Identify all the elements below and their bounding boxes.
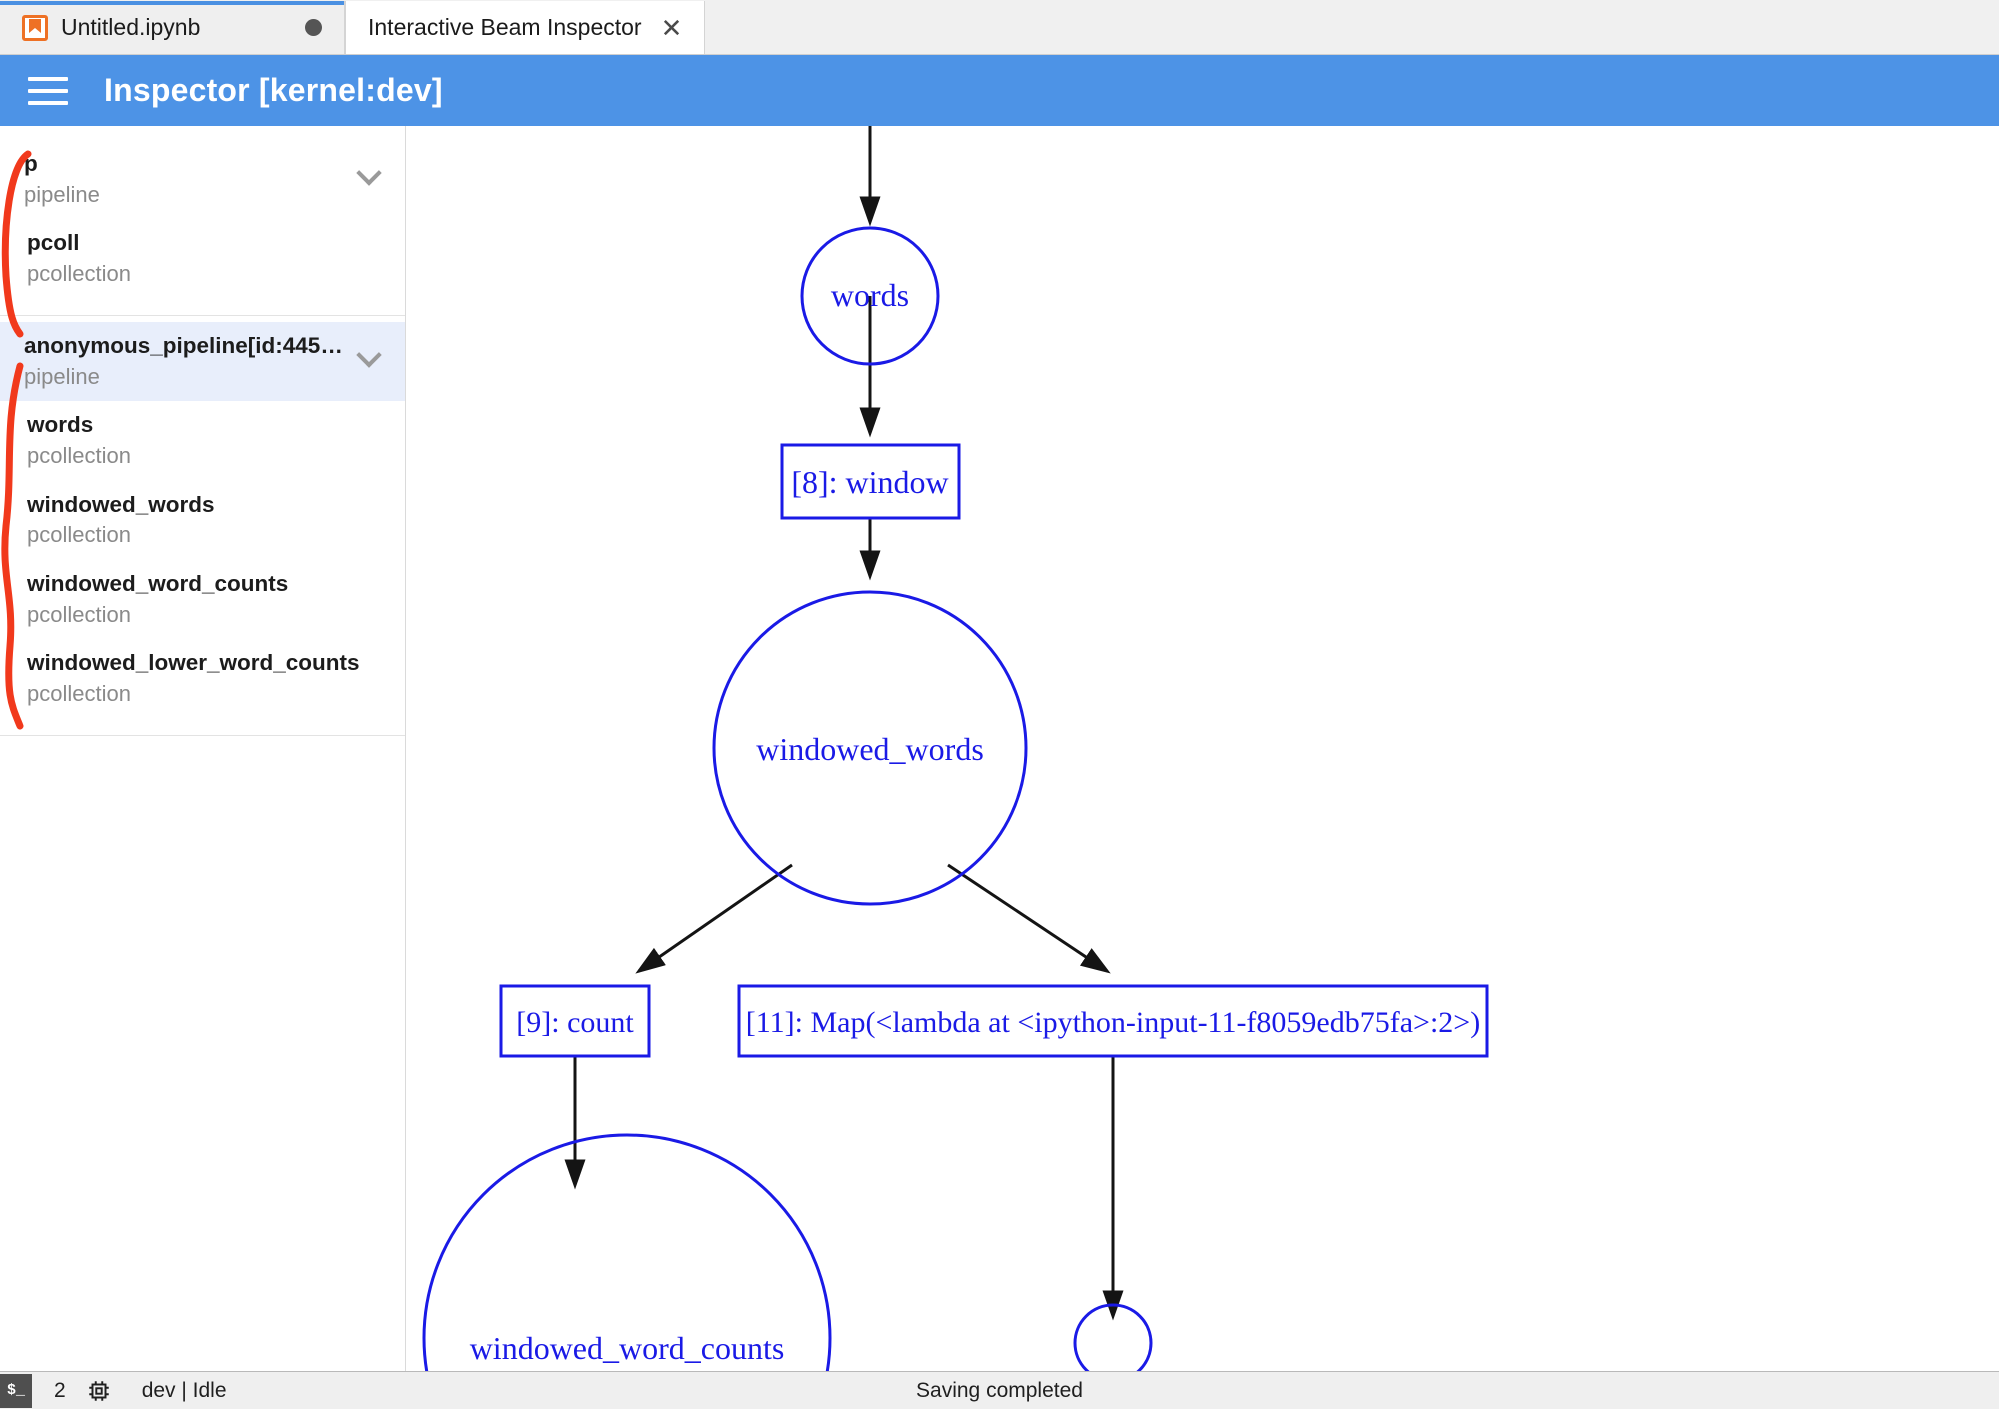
sidebar-item-type: pcollection [27, 261, 131, 287]
graph-edges [564, 126, 1124, 1321]
sidebar-item-anonymous-pipeline[interactable]: anonymous_pipeline[id:44516… pipeline [0, 321, 405, 402]
sidebar-item-pcoll[interactable]: pcoll pcollection [0, 219, 405, 298]
chevron-down-icon[interactable] [353, 156, 383, 186]
terminal-icon[interactable]: $_ [0, 1373, 32, 1408]
terminal-count: 2 [54, 1378, 66, 1402]
sidebar-item-type: pcollection [27, 522, 131, 548]
sidebar-item-name: windowed_word_counts [27, 570, 289, 596]
chevron-down-icon[interactable] [353, 338, 383, 368]
unsaved-changes-dot-icon [305, 19, 322, 36]
node-window[interactable] [780, 443, 961, 520]
node-label-map: [11]: Map(<lambda at <ipython-input-11-f… [746, 1006, 1480, 1039]
kernel-status[interactable]: dev | Idle [141, 1378, 227, 1402]
node-count[interactable] [499, 984, 651, 1058]
sidebar-item-type: pcollection [27, 601, 131, 627]
status-bar: $_ 2 dev | Idle Saving completed [0, 1371, 1999, 1409]
sidebar-item-type: pcollection [27, 442, 131, 468]
tab-label: Untitled.ipynb [61, 14, 201, 40]
sidebar-group-p: p pipeline pcoll pcollection [0, 126, 405, 316]
sidebar-item-windowed-words[interactable]: windowed_words pcollection [0, 481, 405, 560]
node-windowed-word-counts[interactable] [422, 1133, 832, 1371]
hamburger-icon[interactable] [28, 76, 68, 105]
chip-icon[interactable] [86, 1378, 112, 1404]
sidebar-item-name: p [24, 151, 38, 176]
tab-untitled-ipynb[interactable]: Untitled.ipynb [0, 1, 345, 54]
edge-windowedwords-count [635, 863, 793, 974]
node-label-windowed-word-counts: windowed_word_counts [470, 1330, 785, 1366]
status-message: Saving completed [916, 1378, 1083, 1402]
page-title: Inspector [kernel:dev] [104, 72, 443, 108]
sidebar-item-type: pipeline [24, 363, 100, 389]
node-label-window: [8]: window [791, 464, 948, 500]
tab-interactive-beam-inspector[interactable]: Interactive Beam Inspector ✕ [345, 1, 706, 54]
pipeline-graph-canvas[interactable]: words [8]: window windowed_words [9]: co… [407, 126, 1999, 1371]
node-label-count: [9]: count [516, 1006, 634, 1039]
sidebar-item-name: words [27, 412, 94, 438]
notebook-icon [22, 14, 48, 41]
sidebar-item-p[interactable]: p pipeline [0, 140, 405, 219]
tab-bar: Untitled.ipynb Interactive Beam Inspecto… [0, 0, 1999, 55]
graph-node-labels: words [8]: window windowed_words [9]: co… [470, 277, 1481, 1366]
inspector-header: Inspector [kernel:dev] [0, 55, 1999, 126]
node-label-windowed-words: windowed_words [756, 731, 984, 767]
node-windowed-words[interactable] [712, 590, 1028, 906]
sidebar-item-type: pipeline [24, 181, 100, 207]
tab-label: Interactive Beam Inspector [368, 14, 642, 40]
sidebar-group-anonymous-pipeline: anonymous_pipeline[id:44516… pipeline wo… [0, 316, 405, 736]
node-label-words: words [831, 277, 909, 313]
inspector-body: p pipeline pcoll pcollection anonymous_ [0, 126, 1999, 1371]
node-map[interactable] [737, 984, 1489, 1058]
sidebar-item-type: pcollection [27, 681, 131, 707]
sidebar-item-windowed-word-counts[interactable]: windowed_word_counts pcollection [0, 560, 405, 639]
graph-nodes [422, 226, 1489, 1371]
sidebar-item-windowed-lower-word-counts[interactable]: windowed_lower_word_counts pcollection [0, 639, 405, 718]
pipeline-graph-svg: words [8]: window windowed_words [9]: co… [422, 126, 1489, 1371]
node-unnamed-small[interactable] [1073, 1303, 1153, 1371]
sidebar-item-name: pcoll [27, 230, 80, 256]
sidebar-item-name: anonymous_pipeline[id:44516… [24, 332, 353, 358]
sidebar-item-name: windowed_lower_word_counts [27, 650, 360, 676]
close-icon[interactable]: ✕ [660, 12, 683, 43]
edge-windowedwords-map [947, 863, 1111, 974]
inspector-sidebar[interactable]: p pipeline pcoll pcollection anonymous_ [0, 126, 406, 1371]
sidebar-item-name: windowed_words [27, 491, 215, 517]
node-words[interactable] [800, 226, 940, 366]
sidebar-item-words[interactable]: words pcollection [0, 401, 405, 480]
